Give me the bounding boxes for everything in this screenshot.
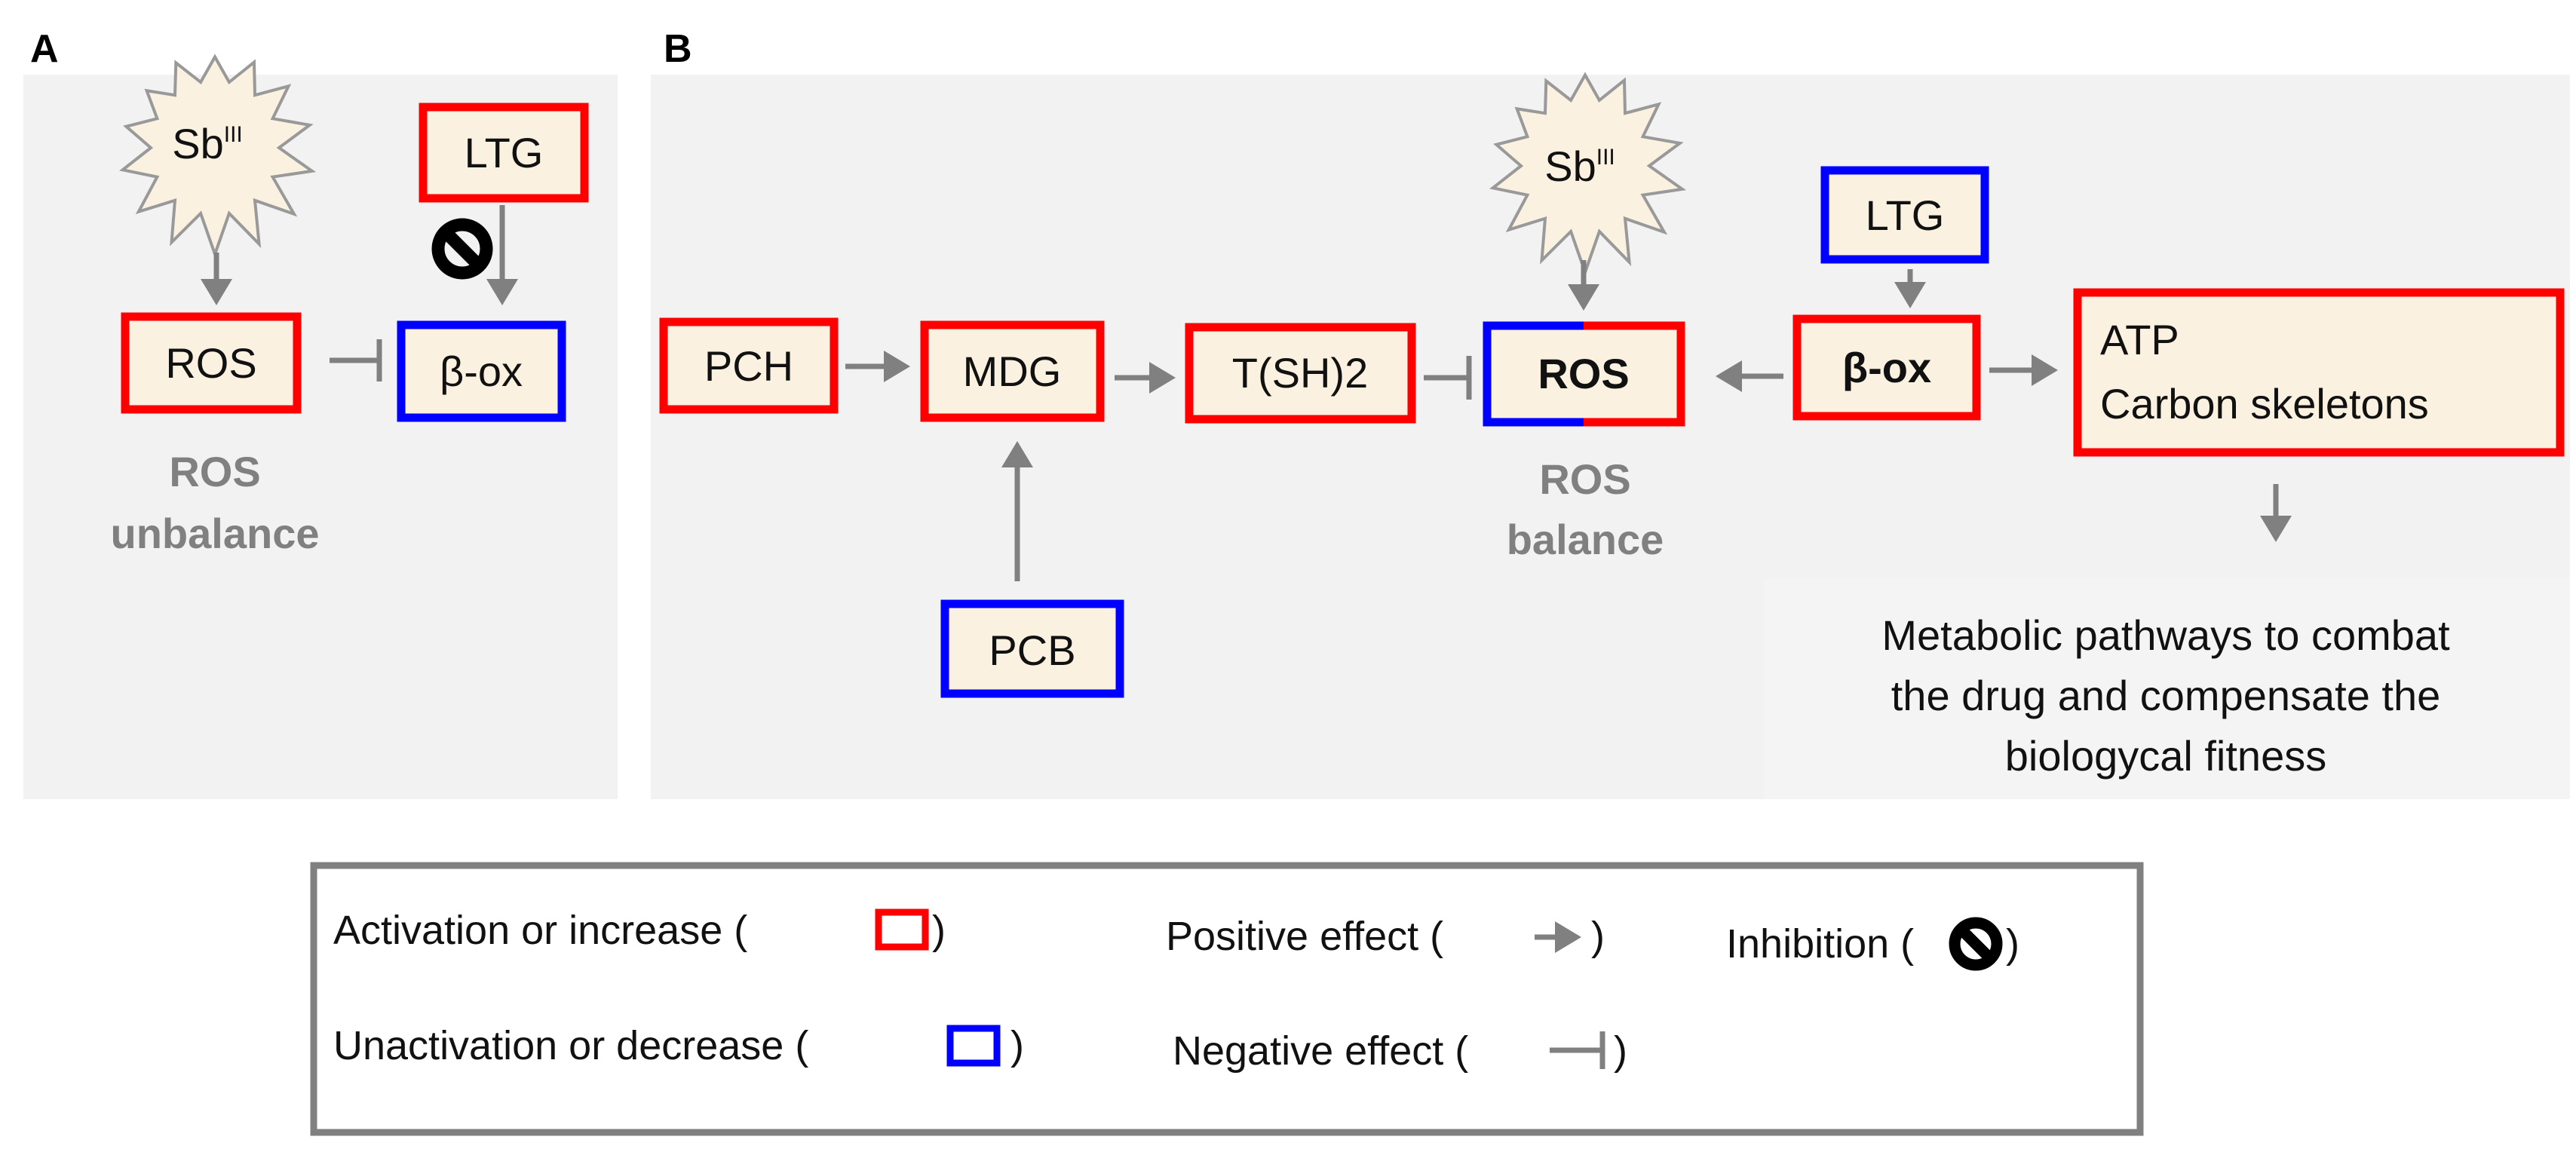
ros-state-b: balance <box>1507 516 1664 563</box>
legend-negative: Negative effect ( ) <box>1173 1028 1627 1074</box>
inhibit-ros-to-box-a <box>330 339 382 381</box>
svg-text:Carbon skeletons: Carbon skeletons <box>2100 380 2429 427</box>
outcome-background <box>1764 578 2570 799</box>
legend-unactivation: Unactivation or decrease ( ) <box>333 1023 1024 1068</box>
svg-text:ROS: ROS <box>1538 350 1629 397</box>
svg-text:Negative effect (: Negative effect ( <box>1173 1028 1468 1074</box>
inhibit-tsh-to-ros <box>1424 356 1472 400</box>
svg-text:β-ox: β-ox <box>1842 344 1931 391</box>
svg-text:LTG: LTG <box>465 129 544 176</box>
svg-text:LTG: LTG <box>1866 191 1945 239</box>
panel-b-label: B <box>664 27 692 71</box>
ros-node-b: ROS <box>1483 321 1685 427</box>
svg-text:Activation or increase (: Activation or increase ( <box>333 908 747 953</box>
svg-text:): ) <box>1614 1028 1627 1074</box>
ros-state-b: ROS <box>1539 455 1630 503</box>
svg-text:): ) <box>1010 1023 1024 1068</box>
svg-text:Positive effect (: Positive effect ( <box>1166 914 1443 959</box>
legend: Activation or increase ( ) Unactivation … <box>310 862 2144 1136</box>
ban-icon <box>431 218 493 280</box>
ltg-node-b: LTG <box>1820 166 1989 264</box>
ltg-node-a: LTG <box>419 103 589 203</box>
svg-text:T(SH)2: T(SH)2 <box>1232 349 1368 397</box>
ros-state-a: ROS <box>169 448 260 495</box>
svg-text:β-ox: β-ox <box>440 348 523 395</box>
svg-text:SbIII: SbIII <box>1544 142 1615 190</box>
svg-text:PCH: PCH <box>704 342 793 390</box>
svg-text:ROS: ROS <box>165 339 256 387</box>
svg-text:Inhibition (: Inhibition ( <box>1726 921 1914 967</box>
outcome-text: the drug and compensate the <box>1891 672 2441 719</box>
atp-node: ATP Carbon skeletons <box>2073 288 2565 457</box>
svg-text:SbIII: SbIII <box>172 120 243 167</box>
svg-text:): ) <box>1591 914 1605 959</box>
svg-text:ATP: ATP <box>2100 316 2179 363</box>
pch-node: PCH <box>659 317 839 414</box>
drug-star-b: SbIII <box>1489 72 1687 277</box>
legend-inhibition: Inhibition ( ) <box>1726 917 2019 971</box>
svg-text:): ) <box>932 908 946 953</box>
svg-text:): ) <box>2006 921 2019 967</box>
ros-state-a: unbalance <box>111 510 320 557</box>
tsh-node: T(SH)2 <box>1185 323 1416 424</box>
mdg-node: MDG <box>920 320 1105 422</box>
ban-icon <box>1949 917 2003 971</box>
svg-text:MDG: MDG <box>963 348 1062 395</box>
panel-a-label: A <box>30 27 59 71</box>
legend-activation: Activation or increase ( ) <box>333 908 946 953</box>
ros-node-a: ROS <box>121 312 302 414</box>
beta-ox-node-b: β-ox <box>1792 314 1981 421</box>
pcb-node: PCB <box>940 599 1124 698</box>
outcome-text: Metabolic pathways to combat <box>1881 611 2450 659</box>
svg-text:Unactivation or decrease (: Unactivation or decrease ( <box>333 1023 808 1068</box>
beta-ox-node-a: β-ox <box>397 320 566 422</box>
outcome-text: biologycal fitness <box>2005 732 2326 780</box>
svg-text:PCB: PCB <box>989 627 1075 674</box>
legend-positive: Positive effect ( ) <box>1166 914 1605 959</box>
drug-star-a: SbIII <box>119 54 317 259</box>
